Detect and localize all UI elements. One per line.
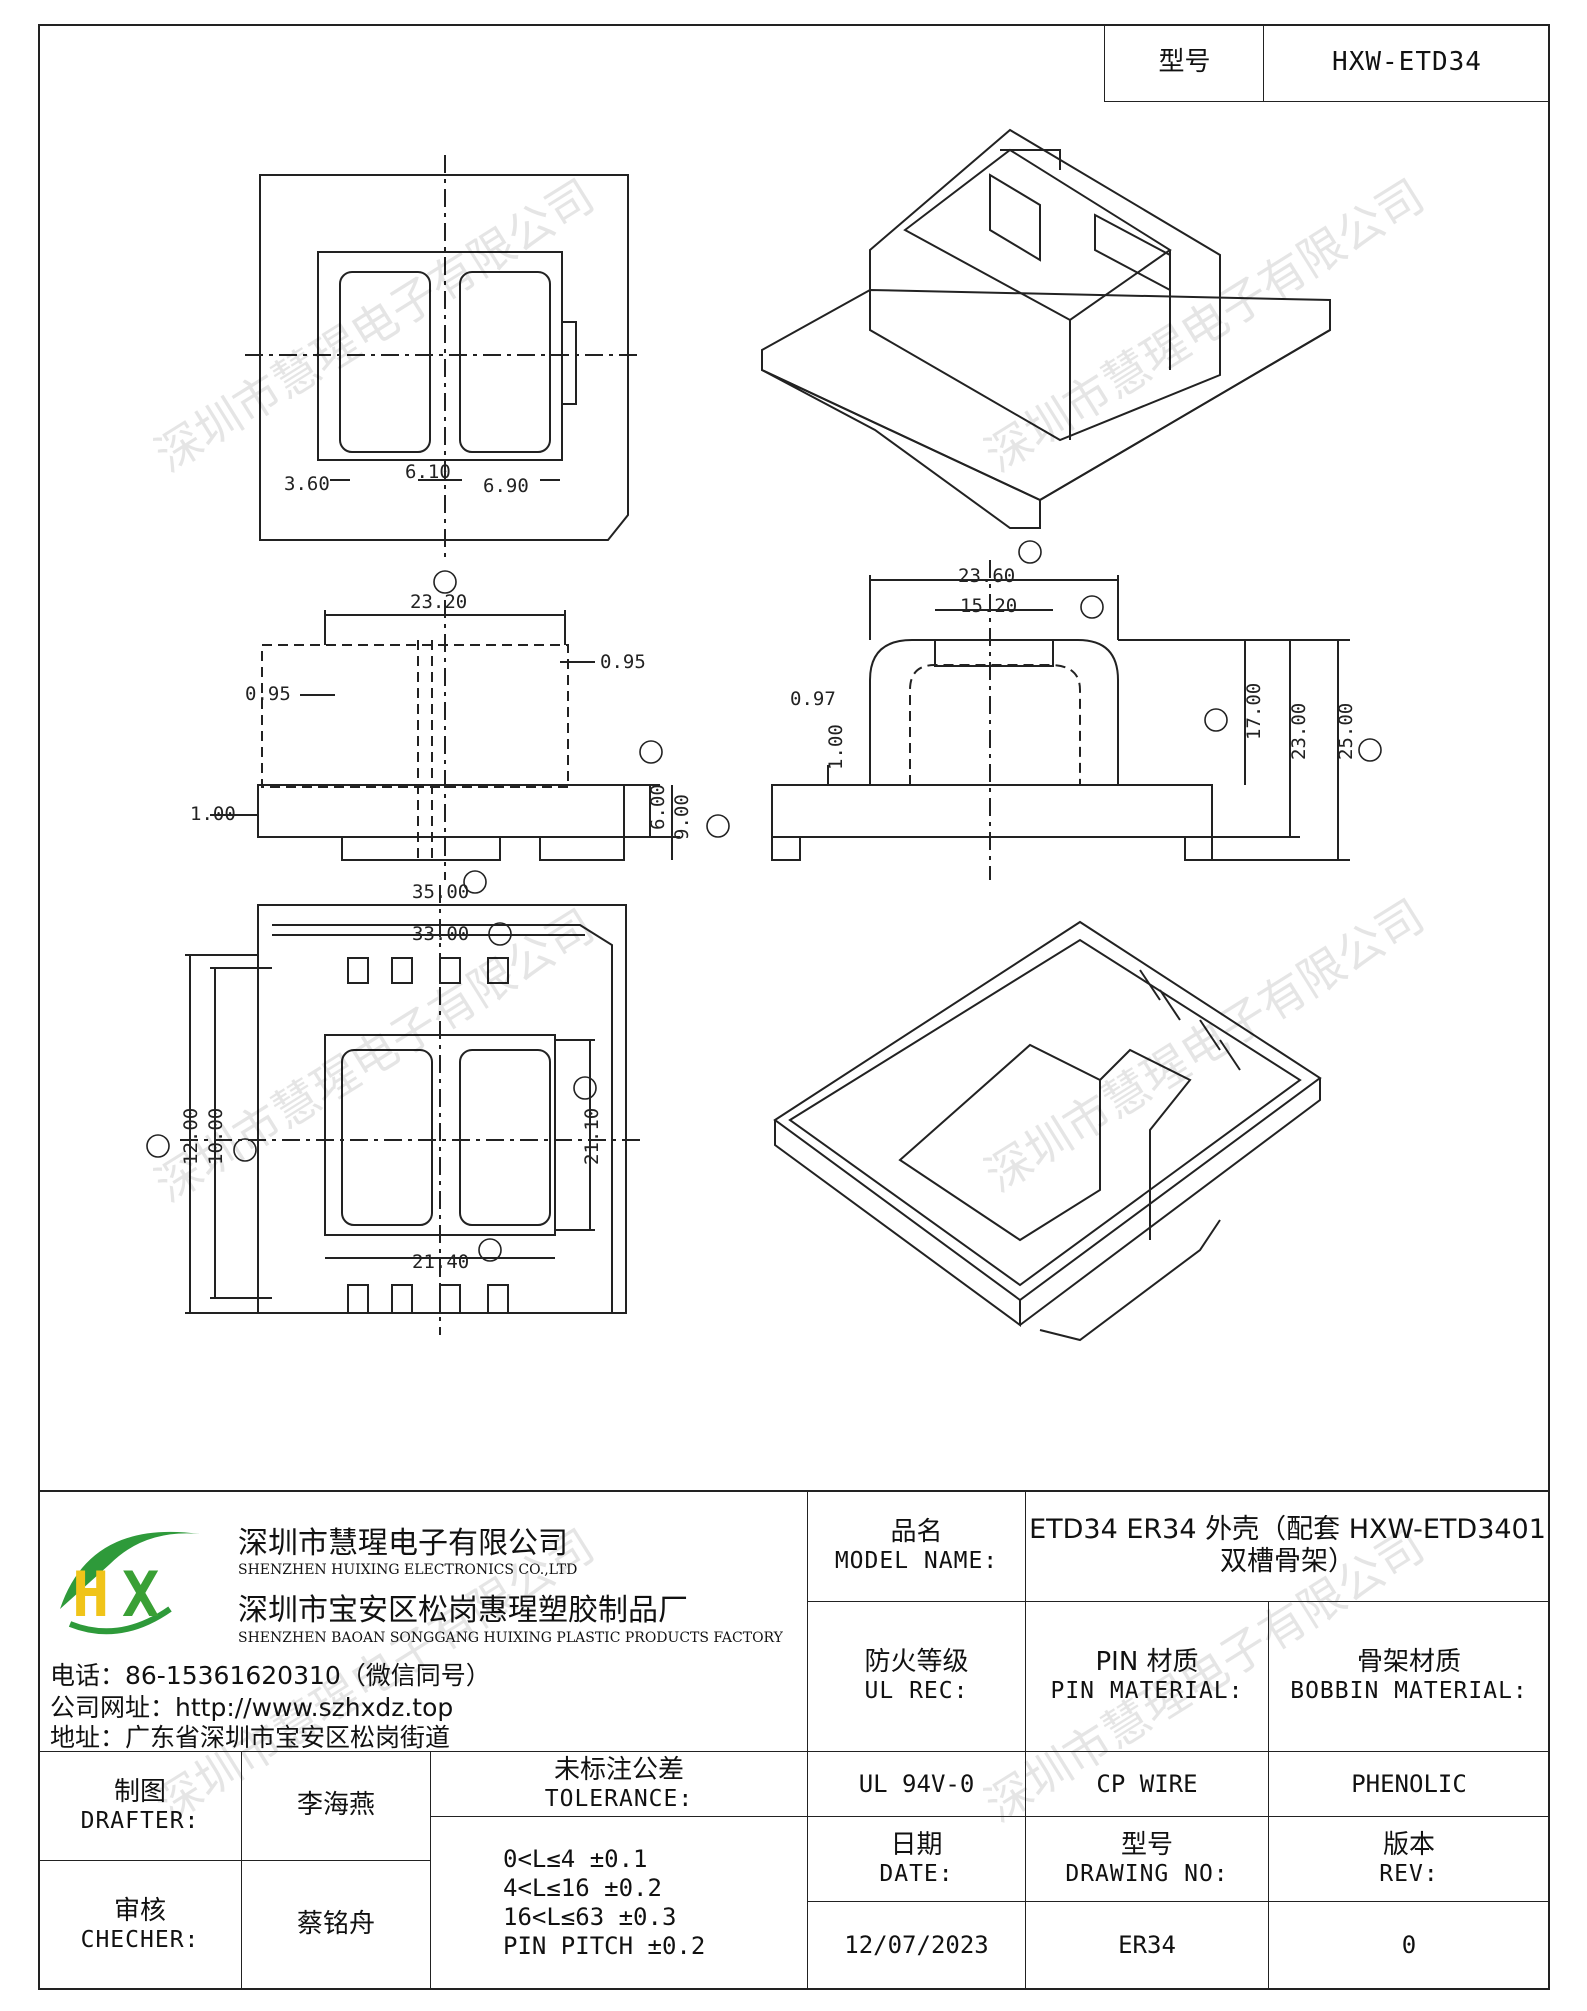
svg-text:23.60: 23.60 xyxy=(958,565,1015,587)
svg-text:0.97: 0.97 xyxy=(790,688,836,710)
model-name-value: ETD34 ER34 外壳（配套 HXW-ETD3401 双槽骨架） xyxy=(1025,1490,1550,1602)
pin-material-label: PIN 材质 PIN MATERIAL: xyxy=(1025,1601,1269,1752)
bobbin-value-text: PHENOLIC xyxy=(1351,1769,1467,1798)
svg-text:3.60: 3.60 xyxy=(284,473,330,495)
drafter-value: 李海燕 xyxy=(241,1751,431,1861)
date-label-en: DATE: xyxy=(879,1860,954,1887)
svg-text:6.10: 6.10 xyxy=(405,461,451,483)
tolerance-item: 0<L≤4 ±0.1 xyxy=(503,1845,648,1874)
company-info: H X 深圳市慧瑆电子有限公司 SHENZHEN HUIXING ELECTRO… xyxy=(38,1490,808,1752)
pin-material-value: CP WIRE xyxy=(1025,1751,1269,1817)
technical-drawing: 3.60 6.10 6.90 23.20 0.95 0.95 1.00 23.60 15.… xyxy=(146,128,1382,1342)
company-name-en: SHENZHEN HUIXING ELECTRONICS CO.,LTD xyxy=(238,1562,578,1578)
date-label-zh: 日期 xyxy=(890,1829,943,1860)
rev-label: 版本 REV: xyxy=(1268,1816,1550,1902)
svg-text:0.95: 0.95 xyxy=(245,683,291,705)
checker-value: 蔡铭舟 xyxy=(241,1860,431,1990)
svg-text:1.00: 1.00 xyxy=(825,724,847,770)
model-name-label-zh: 品名 xyxy=(890,1516,943,1547)
factory-name-en: SHENZHEN BAOAN SONGGANG HUIXING PLASTIC … xyxy=(238,1630,783,1646)
drawing-no-value-text: ER34 xyxy=(1118,1931,1176,1960)
date-value: 12/07/2023 xyxy=(807,1901,1026,1990)
checker-value-text: 蔡铭舟 xyxy=(296,1909,375,1940)
tolerance-item: PIN PITCH ±0.2 xyxy=(503,1931,706,1960)
svg-text:0.95: 0.95 xyxy=(600,651,646,673)
drafter-label-zh: 制图 xyxy=(113,1776,166,1807)
svg-text:33.00: 33.00 xyxy=(412,923,469,945)
svg-text:9.00: 9.00 xyxy=(671,794,693,840)
logo-x: X xyxy=(122,1558,159,1631)
drawing-no-label-zh: 型号 xyxy=(1120,1829,1173,1860)
checker-label-en: CHECHER: xyxy=(80,1926,200,1953)
pin-value-text: CP WIRE xyxy=(1096,1769,1198,1798)
header-model-label-text: 型号 xyxy=(1158,46,1211,77)
header-model-value-text: HXW-ETD34 xyxy=(1332,46,1482,77)
svg-text:21.10: 21.10 xyxy=(581,1108,603,1165)
rev-label-en: REV: xyxy=(1379,1860,1439,1887)
svg-text:6.90: 6.90 xyxy=(483,475,529,497)
drafter-label-en: DRAFTER: xyxy=(80,1807,200,1834)
model-name-line2: 双槽骨架） xyxy=(1220,1546,1355,1577)
bobbin-material-label: 骨架材质 BOBBIN MATERIAL: xyxy=(1268,1601,1550,1752)
pin-label-zh: PIN 材质 xyxy=(1095,1647,1199,1678)
bobbin-material-value: PHENOLIC xyxy=(1268,1751,1550,1817)
header-model-value: HXW-ETD34 xyxy=(1263,24,1550,102)
tolerance-item: 4<L≤16 ±0.2 xyxy=(503,1874,662,1903)
company-name-zh: 深圳市慧瑆电子有限公司 xyxy=(238,1526,568,1561)
pin-label-en: PIN MATERIAL: xyxy=(1050,1678,1244,1705)
svg-text:35.00: 35.00 xyxy=(412,881,469,903)
ul-rec-value: UL 94V-0 xyxy=(807,1751,1026,1817)
tolerance-list: 0<L≤4 ±0.1 4<L≤16 ±0.2 16<L≤63 ±0.3 PIN … xyxy=(430,1816,808,1990)
svg-text:21.40: 21.40 xyxy=(412,1251,469,1273)
svg-text:23.00: 23.00 xyxy=(1288,703,1310,760)
svg-text:1.00: 1.00 xyxy=(190,803,236,825)
rev-value-text: 0 xyxy=(1401,1931,1417,1960)
checker-label: 审核 CHECHER: xyxy=(38,1860,242,1990)
rev-label-zh: 版本 xyxy=(1382,1829,1435,1860)
drawing-no-label: 型号 DRAWING NO: xyxy=(1025,1816,1269,1902)
checker-label-zh: 审核 xyxy=(113,1895,166,1926)
ul-label-zh: 防火等级 xyxy=(864,1647,969,1678)
bobbin-label-en: BOBBIN MATERIAL: xyxy=(1290,1678,1528,1705)
ul-value-text: UL 94V-0 xyxy=(858,1769,975,1798)
drafter-value-text: 李海燕 xyxy=(296,1790,375,1821)
iso-view-top xyxy=(761,128,1331,529)
drawing-no-label-en: DRAWING NO: xyxy=(1065,1860,1229,1887)
drawing-no-value: ER34 xyxy=(1025,1901,1269,1990)
svg-text:17.00: 17.00 xyxy=(1243,683,1265,740)
iso-view-bottom xyxy=(773,920,1322,1342)
model-name-label: 品名 MODEL NAME: xyxy=(807,1490,1026,1602)
svg-text:10.00: 10.00 xyxy=(205,1108,227,1165)
svg-text:12.00: 12.00 xyxy=(180,1108,202,1165)
date-value-text: 12/07/2023 xyxy=(844,1931,989,1960)
model-name-label-en: MODEL NAME: xyxy=(834,1547,999,1574)
front-view xyxy=(210,600,680,880)
tolerance-label: 未标注公差 TOLERANCE: xyxy=(430,1751,808,1817)
svg-text:15.20: 15.20 xyxy=(960,595,1017,617)
company-address: 地址：广东省深圳市宝安区松岗街道 xyxy=(50,1723,451,1752)
tolerance-item: 16<L≤63 ±0.3 xyxy=(503,1903,677,1931)
top-view xyxy=(245,155,640,560)
company-phone: 电话：86-15361620310（微信同号） xyxy=(50,1661,491,1690)
svg-text:23.20: 23.20 xyxy=(410,591,467,613)
logo-h: H xyxy=(72,1558,109,1631)
company-website[interactable]: 公司网址：http://www.szhxdz.top xyxy=(50,1693,454,1722)
tolerance-label-en: TOLERANCE: xyxy=(544,1785,694,1812)
date-label: 日期 DATE: xyxy=(807,1816,1026,1902)
company-logo: H X xyxy=(60,1531,200,1635)
ul-label-en: UL REC: xyxy=(864,1678,969,1705)
svg-text:6.00: 6.00 xyxy=(647,784,669,830)
model-name-line1: ETD34 ER34 外壳（配套 HXW-ETD3401 xyxy=(1029,1513,1546,1545)
bobbin-label-zh: 骨架材质 xyxy=(1356,1647,1461,1678)
rev-value: 0 xyxy=(1268,1901,1550,1990)
bottom-view xyxy=(180,885,640,1335)
svg-text:25.00: 25.00 xyxy=(1335,703,1357,760)
ul-rec-label: 防火等级 UL REC: xyxy=(807,1601,1026,1752)
tolerance-label-zh: 未标注公差 xyxy=(553,1754,684,1785)
side-view xyxy=(771,560,1350,880)
drafter-label: 制图 DRAFTER: xyxy=(38,1751,242,1861)
header-model-label: 型号 xyxy=(1104,24,1264,102)
factory-name-zh: 深圳市宝安区松岗惠瑆塑胶制品厂 xyxy=(238,1593,688,1628)
